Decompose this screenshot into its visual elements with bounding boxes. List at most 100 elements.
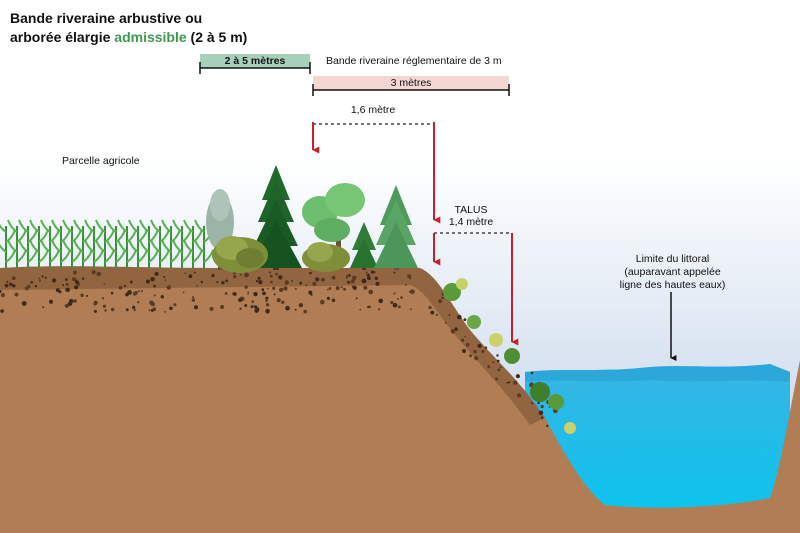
soil-speck <box>265 296 269 300</box>
soil-speck <box>393 271 396 274</box>
soil-speck <box>272 286 276 290</box>
soil-speck <box>110 291 114 295</box>
soil-speck <box>308 290 313 295</box>
soil-speck <box>166 285 171 290</box>
soil-speck <box>506 381 509 384</box>
soil-speck <box>496 354 499 357</box>
soil-speck <box>284 280 289 285</box>
soil-speck <box>457 314 462 320</box>
soil-speck <box>216 280 219 284</box>
soil-speck <box>299 281 302 285</box>
soil <box>0 266 800 533</box>
soil-speck <box>492 361 495 364</box>
soil-speck <box>407 274 412 279</box>
soil-speck <box>91 270 96 275</box>
soil-speck <box>340 286 343 289</box>
label-2-5-metres: 2 à 5 mètres <box>224 55 286 67</box>
diagram-title: Bande riveraine arbustive ou arborée éla… <box>10 9 247 47</box>
soil-speck <box>279 287 284 292</box>
soil-speck <box>398 305 401 309</box>
soil-speck <box>73 299 77 303</box>
soil-speck <box>150 308 154 312</box>
soil-speck <box>221 281 225 285</box>
shrub-left <box>212 236 268 273</box>
soil-speck <box>21 301 27 306</box>
soil-speck <box>150 302 155 307</box>
soil-speck <box>49 299 53 304</box>
soil-speck <box>200 280 203 284</box>
soil-speck <box>538 410 544 416</box>
label-regulatory-band: Bande riveraine réglementaire de 3 m <box>326 55 502 67</box>
soil-speck <box>102 304 107 308</box>
soil-speck <box>101 297 105 300</box>
soil-speck <box>239 273 242 276</box>
soil-speck <box>469 354 472 358</box>
label-3-metres: 3 mètres <box>390 77 432 89</box>
soil-speck <box>62 284 65 287</box>
soil-speck <box>220 305 225 309</box>
water-surface <box>525 364 790 382</box>
soil-speck <box>275 272 278 276</box>
soil-speck <box>24 286 29 291</box>
soil-speck <box>44 276 47 279</box>
soil-speck <box>294 308 297 311</box>
soil-speck <box>145 279 150 284</box>
soil-speck <box>130 280 133 284</box>
small-spruce <box>350 222 378 270</box>
soil-speck <box>462 349 467 353</box>
soil-speck <box>373 271 376 274</box>
soil-speck <box>4 283 9 288</box>
soil-speck <box>474 356 479 361</box>
soil-speck <box>312 281 317 286</box>
soil-speck <box>244 304 248 307</box>
soil-speck <box>363 285 368 290</box>
soil-speck <box>133 308 136 312</box>
soil-speck <box>347 280 351 284</box>
soil-speck <box>52 278 57 283</box>
soil-speck <box>463 318 467 321</box>
soil-speck <box>150 277 155 282</box>
soil-speck <box>41 275 44 278</box>
soil-speck <box>103 283 106 286</box>
soil-speck <box>14 292 19 297</box>
soil-speck <box>12 284 16 288</box>
bar-3-metres <box>313 76 509 90</box>
soil-speck <box>328 287 332 290</box>
soil-speck <box>513 380 518 385</box>
soil-speck <box>266 287 269 290</box>
soil-speck <box>27 284 30 288</box>
soil-speck <box>261 288 265 291</box>
soil-speck <box>392 302 398 308</box>
soil-speck <box>540 405 544 409</box>
soil-speck <box>497 368 501 372</box>
soil-speck <box>182 291 185 294</box>
soil-speck <box>244 285 248 289</box>
soil-speck <box>366 273 370 277</box>
label-littoral-line-3: ligne des hautes eaux) <box>619 279 726 291</box>
soil-speck <box>309 271 312 275</box>
soil-speck <box>265 308 270 314</box>
soil-speck <box>110 307 115 312</box>
soil-speck <box>374 276 378 280</box>
soil-speck <box>348 274 351 277</box>
soil-speck <box>508 381 511 384</box>
soil-speck <box>38 279 41 282</box>
soil-speck <box>232 292 235 295</box>
soil-speck <box>193 271 197 274</box>
soil-speck <box>331 298 336 302</box>
soil-speck <box>465 342 470 347</box>
soil-speck <box>496 359 500 363</box>
soil-speck <box>265 303 270 307</box>
soil-speck <box>269 274 273 278</box>
soil-speck <box>233 274 237 279</box>
soil-speck <box>160 295 164 299</box>
soil-speck <box>435 313 438 316</box>
soil-speck <box>477 343 482 348</box>
soil-speck <box>481 350 485 353</box>
soil-speck <box>484 346 488 350</box>
label-offset-14: 1,4 mètre <box>448 216 494 228</box>
soil-speck <box>255 307 260 311</box>
soil-speck <box>428 305 432 310</box>
soil-speck <box>355 297 358 300</box>
soil-speckles <box>0 270 558 427</box>
